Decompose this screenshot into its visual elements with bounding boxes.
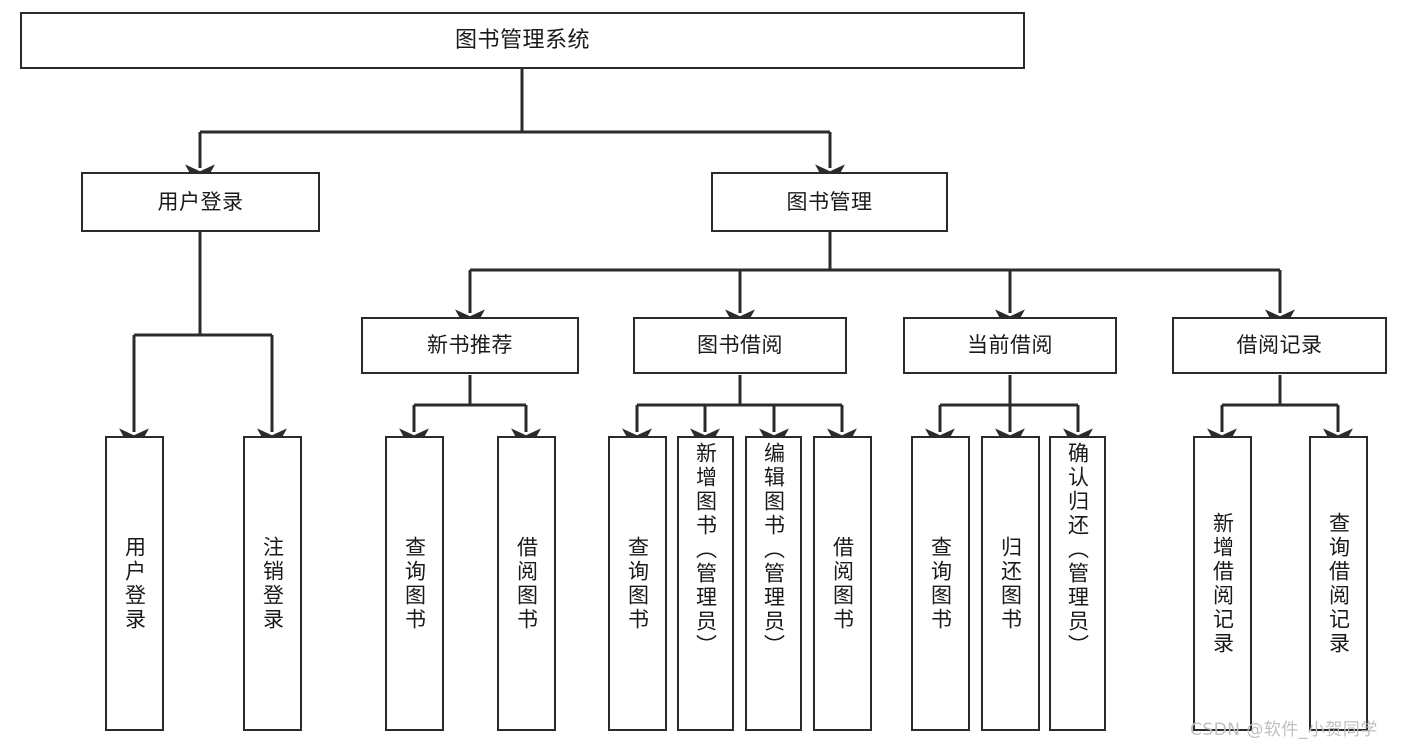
node-leaf-user-login[interactable]: 用户登录 — [105, 436, 164, 731]
node-leaf-confirm-return-admin-label: 确认归还（管理员） — [1065, 442, 1090, 658]
node-leaf-edit-book-admin-label: 编辑图书（管理员） — [761, 442, 786, 658]
node-leaf-logout[interactable]: 注销登录 — [243, 436, 302, 731]
node-leaf-add-borrow-record-label: 新增借阅记录 — [1210, 511, 1235, 656]
node-leaf-borrow-book-1[interactable]: 借阅图书 — [497, 436, 556, 731]
node-root-label: 图书管理系统 — [454, 27, 590, 53]
node-leaf-logout-label: 注销登录 — [260, 535, 285, 632]
node-new-book-recommend-label: 新书推荐 — [427, 333, 513, 358]
node-borrow-record-label: 借阅记录 — [1236, 333, 1323, 358]
node-new-book-recommend[interactable]: 新书推荐 — [361, 317, 579, 374]
node-user-login[interactable]: 用户登录 — [81, 172, 320, 232]
node-leaf-query-borrow-record-label: 查询借阅记录 — [1326, 511, 1351, 656]
node-leaf-return-book[interactable]: 归还图书 — [981, 436, 1040, 731]
node-leaf-borrow-book-1-label: 借阅图书 — [514, 535, 539, 632]
node-leaf-borrow-book-2[interactable]: 借阅图书 — [813, 436, 872, 731]
node-leaf-user-login-label: 用户登录 — [122, 535, 147, 632]
node-leaf-query-book-2[interactable]: 查询图书 — [608, 436, 667, 731]
node-leaf-query-book-3[interactable]: 查询图书 — [911, 436, 970, 731]
node-leaf-add-borrow-record[interactable]: 新增借阅记录 — [1193, 436, 1252, 731]
node-book-management[interactable]: 图书管理 — [711, 172, 948, 232]
node-leaf-query-borrow-record[interactable]: 查询借阅记录 — [1309, 436, 1368, 731]
node-borrow-record[interactable]: 借阅记录 — [1172, 317, 1387, 374]
node-leaf-query-book-3-label: 查询图书 — [928, 535, 953, 632]
node-root[interactable]: 图书管理系统 — [20, 12, 1025, 69]
node-leaf-query-book-1-label: 查询图书 — [402, 535, 427, 632]
node-book-management-label: 图书管理 — [786, 189, 873, 214]
csdn-watermark: CSDN @软件_小贺同学 — [1190, 720, 1378, 740]
node-leaf-return-book-label: 归还图书 — [998, 535, 1023, 632]
node-user-login-label: 用户登录 — [157, 189, 244, 214]
node-leaf-query-book-2-label: 查询图书 — [625, 535, 650, 632]
node-current-borrow-label: 当前借阅 — [967, 333, 1053, 358]
node-leaf-add-book-admin-label: 新增图书（管理员） — [693, 442, 718, 658]
node-leaf-query-book-1[interactable]: 查询图书 — [385, 436, 444, 731]
node-book-borrow[interactable]: 图书借阅 — [633, 317, 847, 374]
node-leaf-add-book-admin[interactable]: 新增图书（管理员） — [677, 436, 734, 731]
node-book-borrow-label: 图书借阅 — [697, 333, 783, 358]
node-current-borrow[interactable]: 当前借阅 — [903, 317, 1117, 374]
node-leaf-confirm-return-admin[interactable]: 确认归还（管理员） — [1049, 436, 1106, 731]
node-leaf-edit-book-admin[interactable]: 编辑图书（管理员） — [745, 436, 802, 731]
node-leaf-borrow-book-2-label: 借阅图书 — [830, 535, 855, 632]
